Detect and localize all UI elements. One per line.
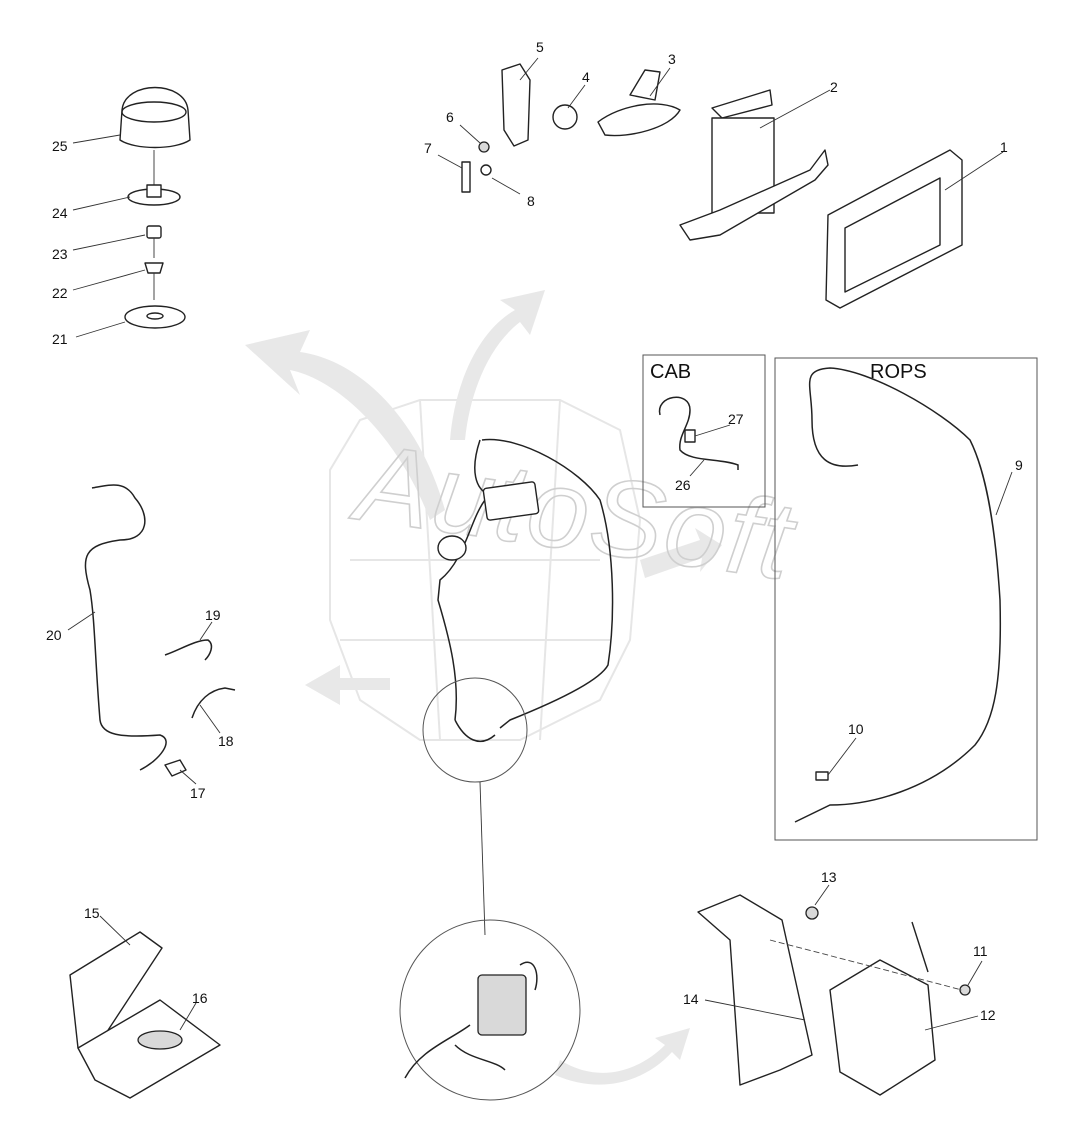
display-module-miniature — [482, 481, 540, 521]
detail-view-controller — [399, 919, 581, 1101]
harness-19 — [164, 639, 213, 661]
arrow-to-antenna — [245, 330, 445, 520]
nut-6 — [478, 141, 490, 153]
callout-25: 25 — [52, 138, 68, 154]
mounting-bracket-14 — [697, 894, 813, 1086]
controller-detail — [477, 974, 527, 1036]
connector-27 — [684, 429, 696, 443]
callout-27: 27 — [728, 411, 744, 427]
antenna-stack — [119, 86, 191, 329]
tablet-screen — [844, 177, 941, 293]
case-body — [77, 999, 221, 1099]
callout-20: 20 — [46, 627, 62, 643]
callout-2: 2 — [830, 79, 838, 95]
callout-15: 15 — [84, 905, 100, 921]
callout-1: 1 — [1000, 139, 1008, 155]
callout-19: 19 — [205, 607, 221, 623]
display-holder-2 — [679, 89, 829, 241]
callout-10: 10 — [848, 721, 864, 737]
arrow-to-rops — [640, 528, 722, 578]
bracket-5 — [501, 63, 531, 147]
cab-label: CAB — [650, 361, 691, 383]
callout-13: 13 — [821, 869, 837, 885]
arrow-to-harness — [305, 665, 390, 705]
display-mount-parts — [461, 63, 681, 193]
callout-5: 5 — [536, 39, 544, 55]
callout-14: 14 — [683, 991, 699, 1007]
callout-3: 3 — [668, 51, 676, 67]
harness-parts-left — [84, 484, 236, 777]
callout-26: 26 — [675, 477, 691, 493]
bolt-11 — [959, 984, 971, 996]
detail-circle-small — [422, 677, 528, 783]
bolt-7 — [461, 161, 471, 193]
callout-9: 9 — [1015, 457, 1023, 473]
bolt-22 — [144, 262, 164, 274]
arrow-to-controller — [555, 1028, 690, 1085]
case-insert-16 — [137, 1030, 183, 1050]
direction-arrows — [245, 290, 722, 1085]
clip-10 — [815, 771, 829, 781]
rops-label: ROPS — [870, 361, 927, 383]
cab-frame — [642, 354, 766, 508]
callout-6: 6 — [446, 109, 454, 125]
callout-24: 24 — [52, 205, 68, 221]
central-harness-assembly — [422, 438, 614, 936]
connector-17 — [164, 759, 187, 777]
callout-12: 12 — [980, 1007, 996, 1023]
callout-7: 7 — [424, 140, 432, 156]
callout-23: 23 — [52, 246, 68, 262]
knob-8 — [480, 164, 492, 176]
rops-harness-9 — [794, 367, 1002, 823]
carry-case-group — [69, 931, 221, 1099]
detail-circle-large — [399, 919, 581, 1101]
arm-3 — [597, 103, 681, 137]
main-harness-20 — [84, 484, 167, 771]
bolt-13 — [805, 906, 819, 920]
leader-lines — [67, 57, 1013, 1031]
callout-8: 8 — [527, 193, 535, 209]
tablet-display-1 — [825, 149, 963, 309]
spacer-23 — [146, 225, 162, 239]
controller-group — [697, 894, 971, 1096]
holder-cradle — [679, 149, 829, 241]
cab-group — [642, 354, 766, 508]
rops-frame — [774, 357, 1038, 841]
callout-numbers: 1 2 3 4 5 6 7 8 9 10 11 12 13 14 15 16 1… — [46, 39, 1023, 1023]
callout-4: 4 — [582, 69, 590, 85]
watermark-text: AutoSoft — [345, 420, 804, 604]
callout-18: 18 — [218, 733, 234, 749]
callout-22: 22 — [52, 285, 68, 301]
cable-18 — [191, 687, 236, 719]
callout-17: 17 — [190, 785, 206, 801]
machine-ghost-outline — [329, 399, 642, 741]
ball-4 — [552, 104, 578, 130]
rops-group — [774, 357, 1038, 841]
receiver-miniature — [437, 535, 467, 561]
callout-16: 16 — [192, 990, 208, 1006]
case-lid-15 — [69, 931, 163, 1051]
callout-11: 11 — [973, 943, 988, 959]
callout-21: 21 — [52, 331, 68, 347]
arrow-to-display — [450, 290, 545, 440]
controller-12 — [829, 959, 936, 1096]
